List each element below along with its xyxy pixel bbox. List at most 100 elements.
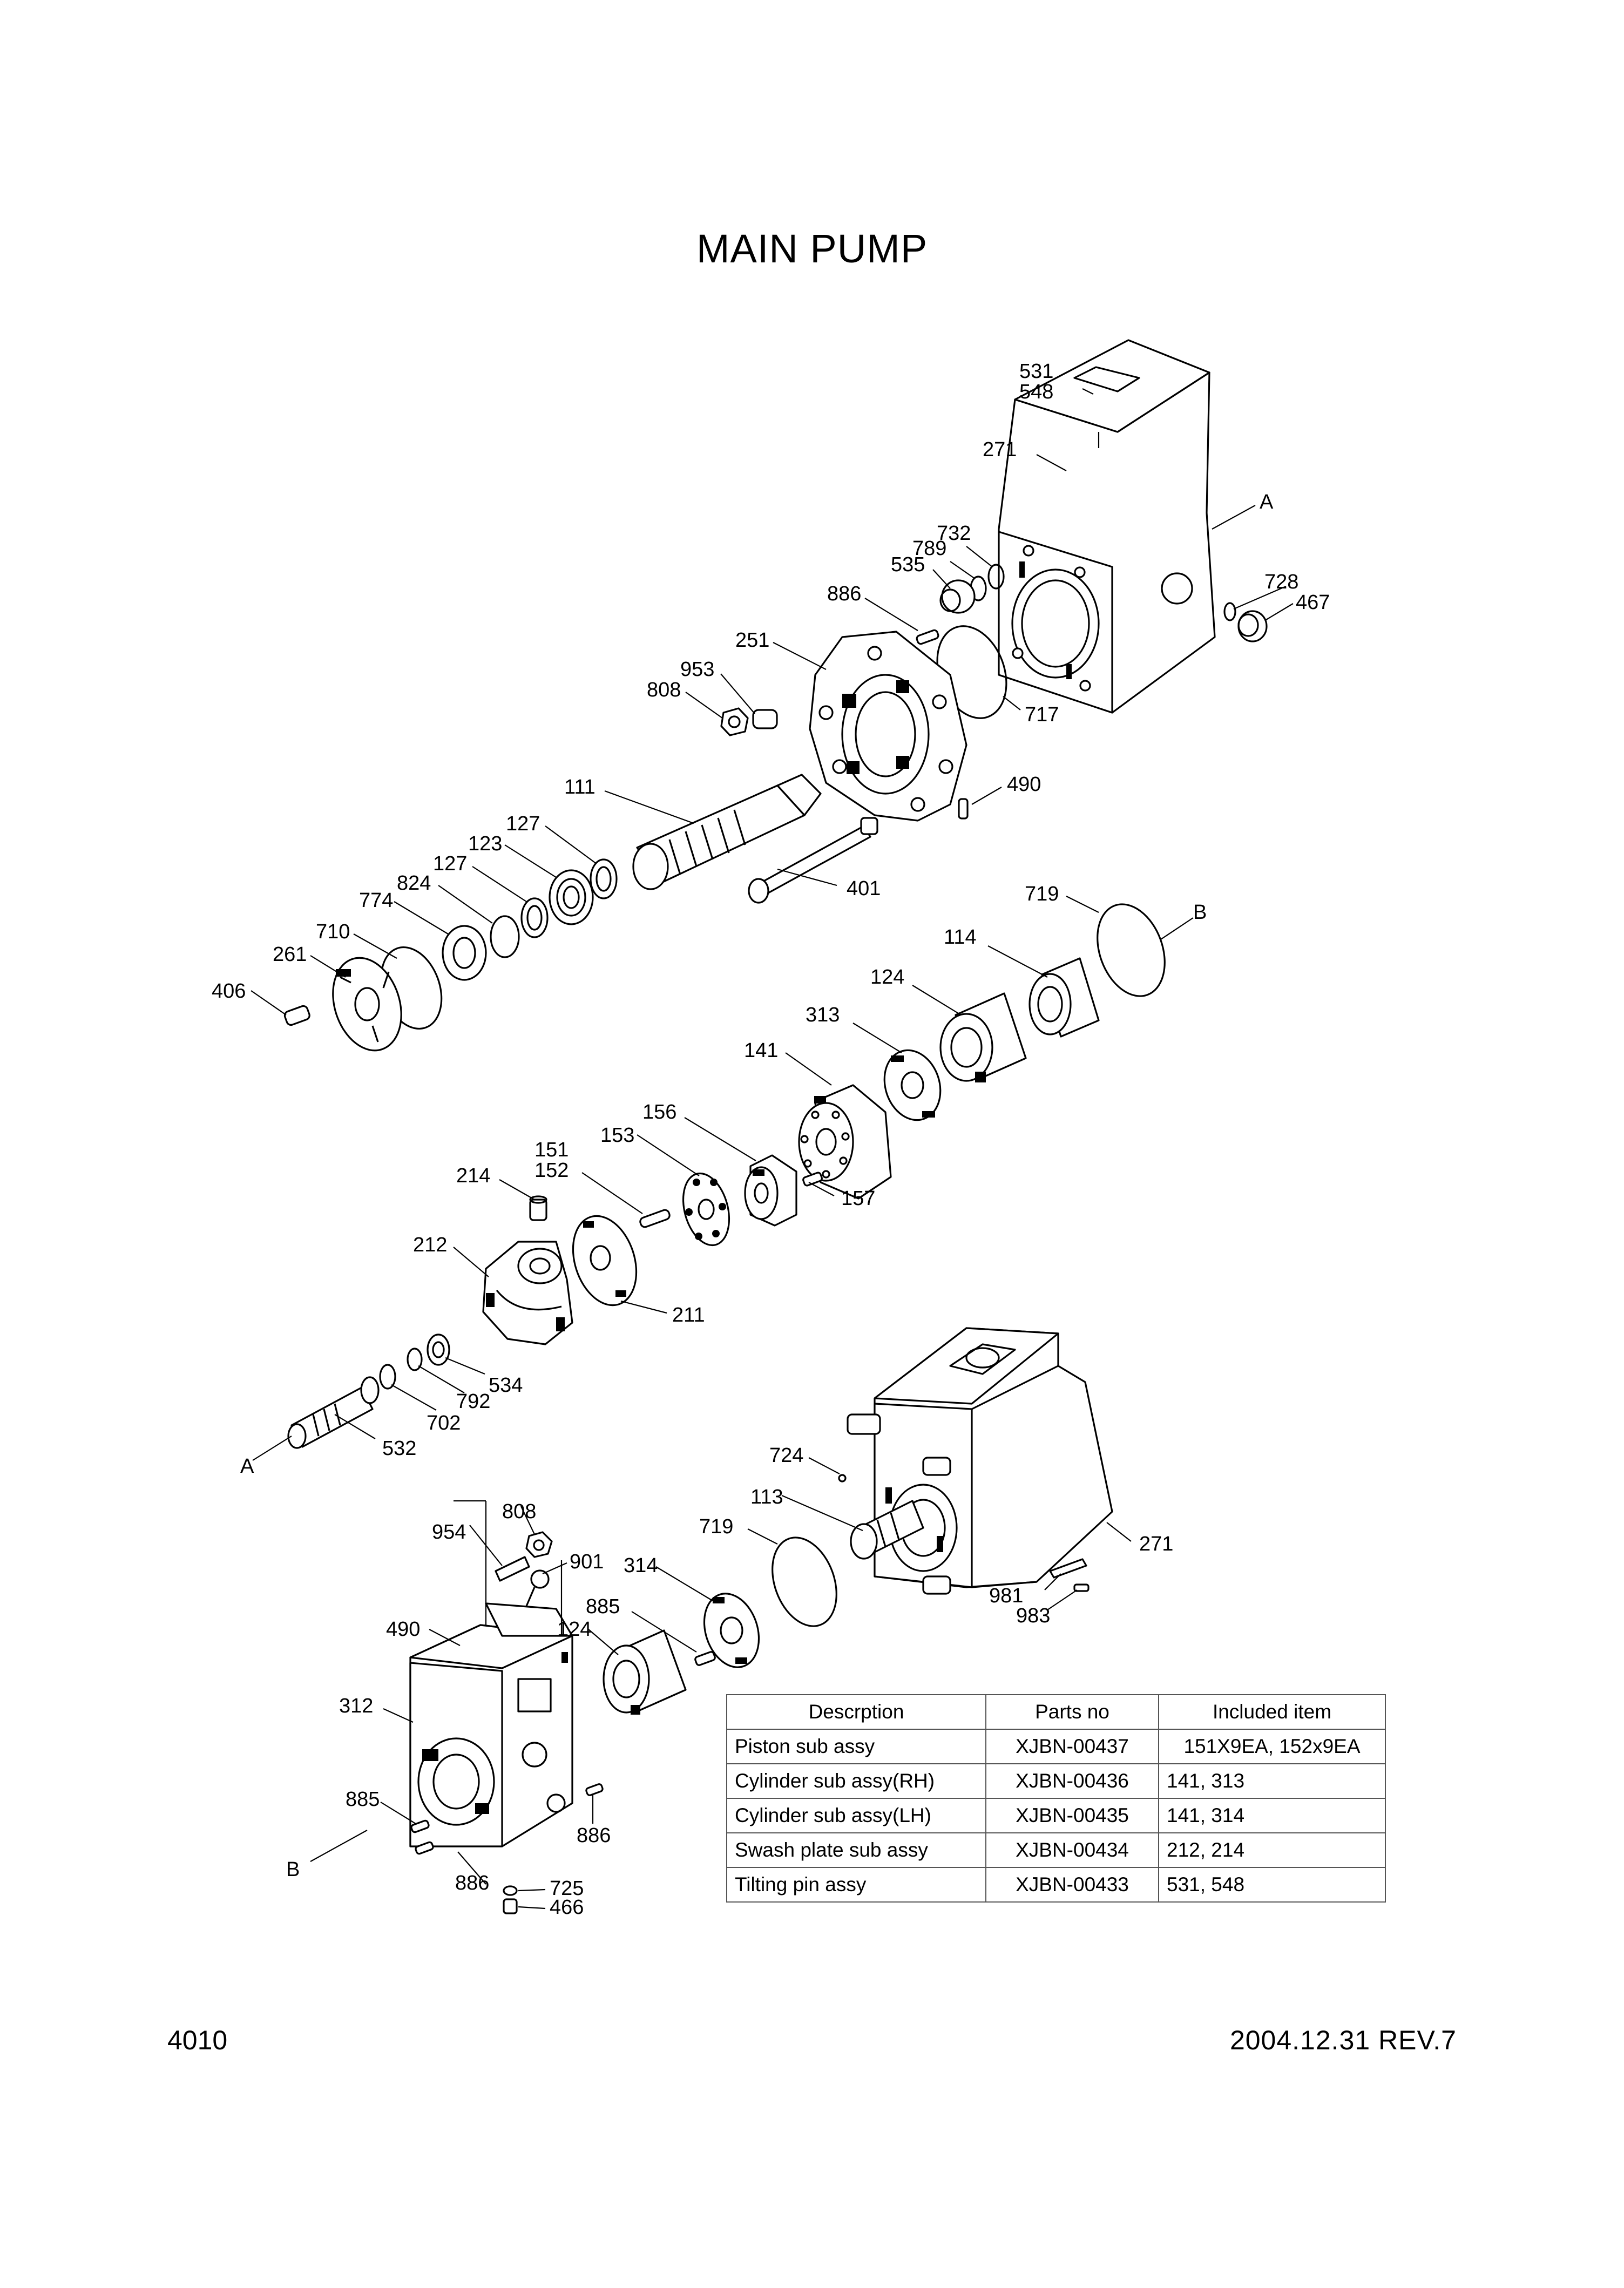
part-156-bush bbox=[744, 1154, 797, 1227]
table-row: Tilting pin assy XJBN-00433 531, 548 bbox=[726, 1867, 1386, 1903]
callout-labels: 531 548 271 A 732 789 535 728 467 886 25… bbox=[212, 360, 1330, 1919]
callout-548: 548 bbox=[1019, 381, 1053, 403]
part-467-plug bbox=[1237, 610, 1268, 642]
callout-114: 114 bbox=[944, 926, 977, 949]
part-214-bush bbox=[529, 1195, 547, 1221]
callout-271-upper: 271 bbox=[983, 438, 1017, 461]
callout-153: 153 bbox=[600, 1124, 634, 1147]
part-719-oring-upper bbox=[1097, 903, 1166, 997]
part-124-plate-upper bbox=[939, 992, 1027, 1082]
cell-parts-no: XJBN-00435 bbox=[985, 1798, 1159, 1833]
callout-127-a: 127 bbox=[506, 813, 540, 835]
callout-532: 532 bbox=[382, 1437, 416, 1460]
callout-724: 724 bbox=[769, 1444, 803, 1467]
callout-774: 774 bbox=[359, 889, 393, 912]
cell-parts-no: XJBN-00433 bbox=[985, 1867, 1159, 1903]
callout-156: 156 bbox=[642, 1101, 676, 1123]
callout-B-lower: B bbox=[286, 1858, 300, 1881]
part-466-plug bbox=[503, 1898, 518, 1914]
part-401-bolt bbox=[748, 817, 878, 904]
table-row: Swash plate sub assy XJBN-00434 212, 214 bbox=[726, 1832, 1386, 1868]
part-901-eye-bolt bbox=[525, 1569, 550, 1607]
callout-490-upper: 490 bbox=[1007, 773, 1041, 796]
table-header-row: Descrption Parts no Included item bbox=[726, 1694, 1386, 1730]
part-124-plate-lower bbox=[603, 1629, 687, 1715]
part-954-set-screw bbox=[495, 1556, 530, 1582]
part-312-valve-block bbox=[409, 1602, 573, 1847]
callout-719-lower: 719 bbox=[699, 1515, 733, 1538]
part-885-pin-b bbox=[410, 1819, 430, 1833]
part-123-bearing bbox=[549, 869, 594, 925]
part-953-screw bbox=[752, 709, 778, 729]
callout-725: 725 bbox=[550, 1877, 584, 1900]
part-774-oil-seal bbox=[442, 925, 487, 981]
callout-885-lower: 885 bbox=[346, 1788, 380, 1811]
cell-included: 141, 314 bbox=[1158, 1798, 1386, 1833]
parts-table: Descrption Parts no Included item Piston… bbox=[726, 1694, 1386, 1903]
table-row: Cylinder sub assy(LH) XJBN-00435 141, 31… bbox=[726, 1798, 1386, 1833]
callout-313: 313 bbox=[806, 1004, 840, 1026]
callout-789: 789 bbox=[912, 537, 946, 560]
part-886-pin-b bbox=[585, 1783, 604, 1796]
callout-151: 151 bbox=[534, 1139, 569, 1161]
part-212-swash-plate bbox=[482, 1241, 573, 1345]
part-886-pin-c bbox=[415, 1841, 434, 1855]
callout-886-upper: 886 bbox=[827, 583, 861, 605]
callout-792: 792 bbox=[456, 1390, 490, 1413]
callout-271-lower: 271 bbox=[1139, 1533, 1173, 1555]
part-271-housing-upper bbox=[998, 339, 1216, 714]
part-983-rivet bbox=[1073, 1583, 1090, 1592]
callout-251: 251 bbox=[735, 629, 769, 652]
callout-824: 824 bbox=[397, 872, 431, 895]
part-313-valve-plate bbox=[883, 1049, 942, 1121]
cell-description: Cylinder sub assy(LH) bbox=[726, 1798, 986, 1833]
callout-808-upper: 808 bbox=[647, 679, 681, 701]
part-127-spacer-a bbox=[590, 858, 618, 899]
callout-214: 214 bbox=[456, 1165, 490, 1187]
part-153-retainer bbox=[682, 1172, 730, 1247]
part-534-stopper bbox=[427, 1333, 450, 1366]
callout-141: 141 bbox=[744, 1039, 778, 1062]
part-725-oring bbox=[503, 1885, 518, 1896]
callout-401: 401 bbox=[847, 877, 881, 900]
table-row: Piston sub assy XJBN-00437 151X9EA, 152x… bbox=[726, 1729, 1386, 1764]
part-111-shaft bbox=[632, 774, 822, 890]
part-808-nut-upper bbox=[720, 707, 749, 736]
callout-111: 111 bbox=[564, 776, 596, 798]
part-127-spacer-b bbox=[520, 897, 549, 938]
callout-466: 466 bbox=[550, 1896, 584, 1919]
callout-886-right: 886 bbox=[577, 1824, 611, 1847]
cell-description: Piston sub assy bbox=[726, 1729, 986, 1764]
callout-534: 534 bbox=[489, 1374, 523, 1397]
cell-description: Cylinder sub assy(RH) bbox=[726, 1763, 986, 1799]
cell-parts-no: XJBN-00436 bbox=[985, 1763, 1159, 1799]
callout-113: 113 bbox=[750, 1486, 783, 1508]
part-724-oring bbox=[838, 1474, 847, 1483]
callout-212: 212 bbox=[413, 1234, 447, 1256]
part-251-cover bbox=[809, 631, 967, 822]
part-157-spring bbox=[802, 1172, 823, 1187]
cell-parts-no: XJBN-00434 bbox=[985, 1832, 1159, 1868]
callout-981: 981 bbox=[989, 1585, 1023, 1607]
callout-901: 901 bbox=[570, 1551, 604, 1573]
cell-included: 531, 548 bbox=[1158, 1867, 1386, 1903]
callout-710: 710 bbox=[316, 920, 350, 943]
callout-314: 314 bbox=[624, 1554, 658, 1577]
part-151-piston bbox=[639, 1209, 671, 1228]
callout-152: 152 bbox=[534, 1159, 569, 1182]
part-886-pin-upper bbox=[916, 629, 939, 645]
callout-123: 123 bbox=[468, 832, 502, 855]
callout-124-lower: 124 bbox=[557, 1618, 591, 1641]
part-719-oring-lower bbox=[772, 1536, 837, 1627]
callout-406: 406 bbox=[212, 980, 246, 1003]
part-141-cylinder bbox=[798, 1084, 892, 1200]
table-row: Cylinder sub assy(RH) XJBN-00436 141, 31… bbox=[726, 1763, 1386, 1799]
callout-B-upper: B bbox=[1193, 901, 1207, 924]
callout-467: 467 bbox=[1296, 591, 1330, 614]
part-535-stopper bbox=[939, 579, 976, 614]
part-981-name-plate bbox=[1049, 1558, 1087, 1579]
callout-157: 157 bbox=[841, 1187, 875, 1210]
column-header-parts-no: Parts no bbox=[985, 1694, 1159, 1730]
column-header-included-item: Included item bbox=[1158, 1694, 1386, 1730]
